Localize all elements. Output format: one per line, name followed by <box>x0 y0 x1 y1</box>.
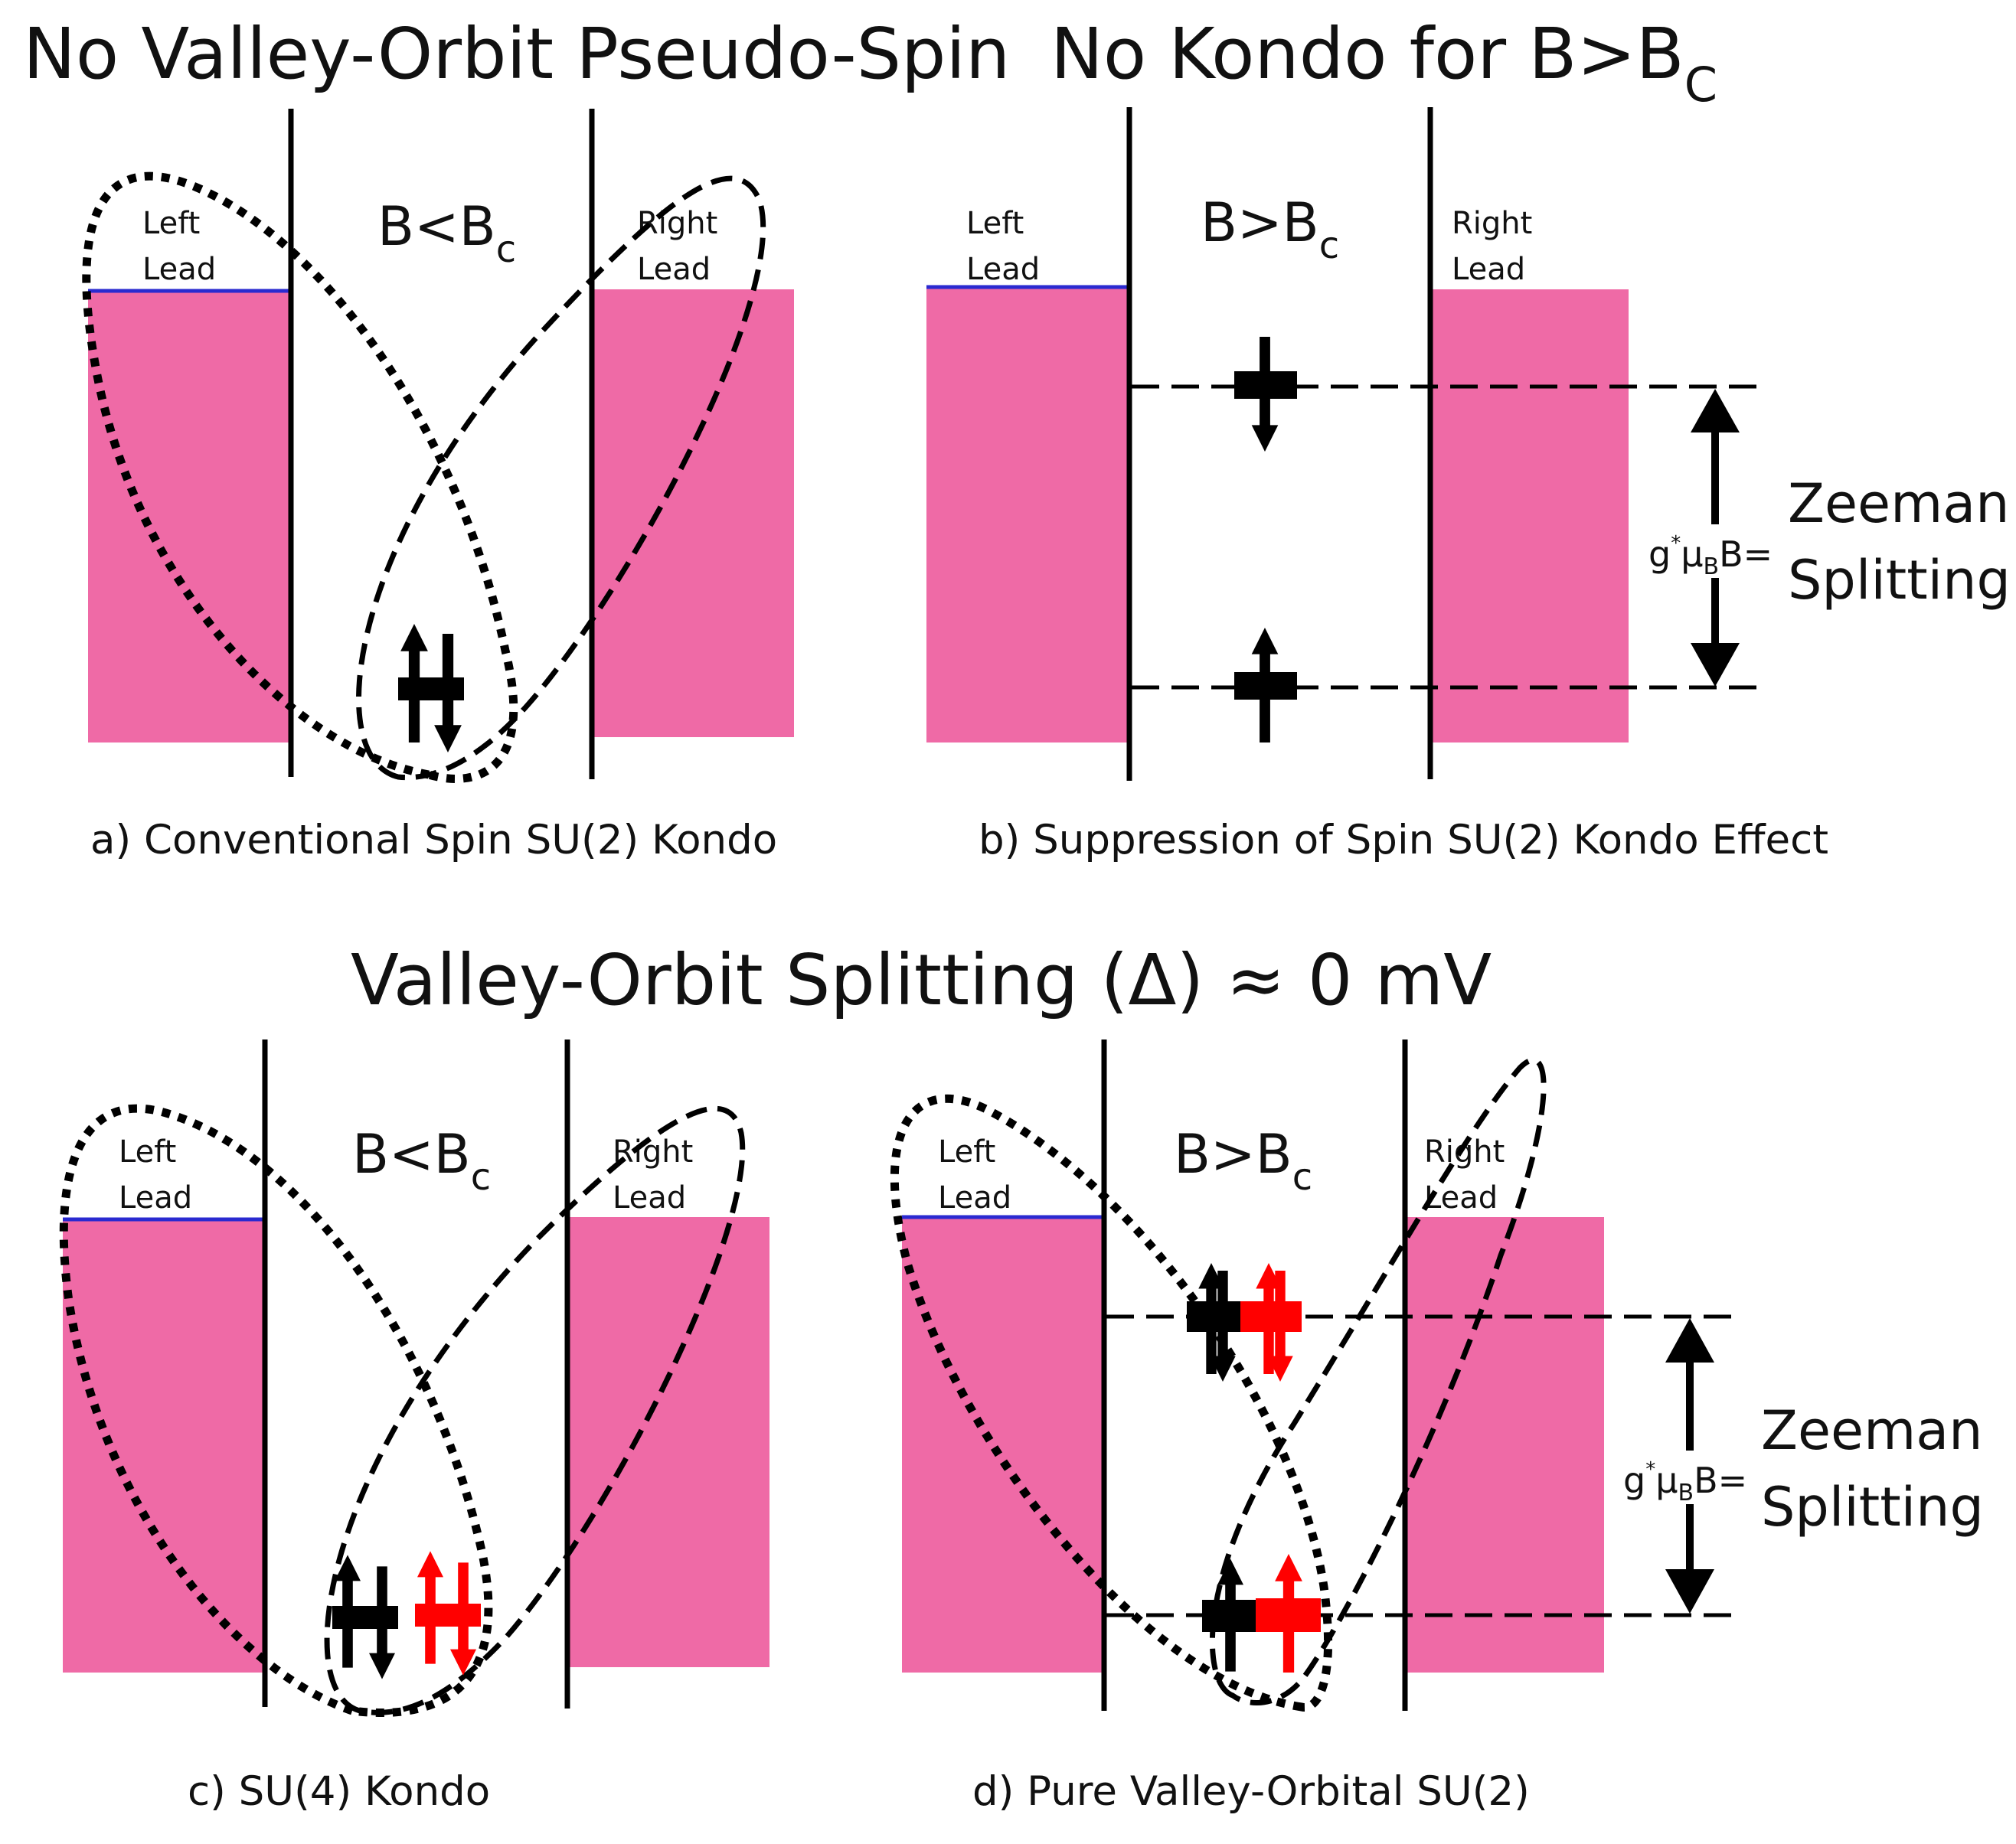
zeeman-arrow-head-up <box>1665 1318 1714 1363</box>
zeeman-arrow-head-down <box>1665 1569 1714 1614</box>
right-coupling-loop <box>356 175 766 781</box>
field-label: B>Bc <box>1201 191 1339 267</box>
left-coupling-loop <box>59 1104 493 1717</box>
right-lead-label: Right <box>613 1134 693 1170</box>
title-valley-orbit-splitting: Valley-Orbit Splitting (Δ) ≈ 0 mV <box>351 939 1492 1021</box>
valley-bar <box>1240 1301 1302 1332</box>
right-lead-label: Lead <box>1424 1180 1498 1216</box>
left-coupling-loop <box>82 171 518 783</box>
field-label: B<Bc <box>352 1123 491 1199</box>
right-lead-label: Lead <box>613 1180 686 1216</box>
left-lead-box <box>63 1219 263 1673</box>
right-coupling-loop <box>1209 1057 1547 1705</box>
zeeman-arrow-head-down <box>1691 643 1740 687</box>
right-lead-box <box>593 289 794 737</box>
spin-bar <box>1187 1301 1240 1332</box>
right-lead-label: Right <box>637 206 717 241</box>
left-lead-box <box>902 1217 1103 1673</box>
title-no-valley-orbit: No Valley-Orbit Pseudo-Spin <box>23 13 1010 95</box>
panel-b: Left Lead Right Lead B>Bc g*μBB= Zeeman … <box>926 107 2011 863</box>
title-no-kondo: No Kondo for B>BC <box>1050 13 1717 113</box>
field-label: B<Bc <box>377 195 516 271</box>
zeeman-title: Splitting <box>1761 1476 1984 1539</box>
spin-bar <box>1234 371 1297 399</box>
zeeman-label-backdrop <box>1622 1451 1760 1504</box>
panel-a: Left Lead Right Lead B<Bc a) Conventiona… <box>82 109 794 863</box>
zeeman-title: Splitting <box>1788 549 2011 612</box>
zeeman-label-backdrop <box>1646 524 1784 578</box>
right-lead-label: Lead <box>637 252 711 287</box>
right-lead-label: Right <box>1424 1134 1505 1170</box>
panel-d: Left Lead Right Lead B>Bc g*μBB= Zeeman … <box>890 1039 1984 1815</box>
right-lead-label: Right <box>1452 206 1532 241</box>
right-lead-label: Lead <box>1452 252 1525 287</box>
panel-c: Left Lead Right Lead B<Bc c) SU(4) Kondo <box>59 1039 769 1815</box>
left-lead-label: Left <box>119 1134 176 1170</box>
left-lead-label: Lead <box>938 1180 1011 1216</box>
zeeman-energy-label: g*μBB= <box>1648 532 1773 580</box>
left-lead-label: Left <box>938 1134 995 1170</box>
panel-caption: b) Suppression of Spin SU(2) Kondo Effec… <box>979 817 1828 863</box>
spin-pair-bar <box>398 677 464 700</box>
spin-bar <box>1234 672 1297 700</box>
zeeman-arrow-head-up <box>1691 389 1740 432</box>
right-lead-box <box>569 1217 769 1667</box>
zeeman-title: Zeeman <box>1788 472 2010 535</box>
left-coupling-loop <box>890 1094 1333 1712</box>
left-lead-label: Lead <box>142 252 216 287</box>
spin-pair-bar <box>332 1606 398 1629</box>
panel-caption: d) Pure Valley-Orbital SU(2) <box>972 1768 1530 1815</box>
right-lead-box <box>1403 1217 1604 1673</box>
left-lead-label: Left <box>966 206 1024 241</box>
panel-caption: c) SU(4) Kondo <box>188 1768 490 1815</box>
panel-caption: a) Conventional Spin SU(2) Kondo <box>90 817 777 863</box>
valley-pair-bar <box>415 1604 481 1627</box>
right-lead-box <box>1428 289 1629 742</box>
left-lead-label: Lead <box>966 252 1040 287</box>
left-lead-box <box>88 291 289 742</box>
left-lead-box <box>926 287 1127 742</box>
left-lead-label: Left <box>142 206 200 241</box>
spin-bar <box>1202 1600 1256 1632</box>
right-coupling-loop <box>324 1105 746 1715</box>
zeeman-title: Zeeman <box>1761 1399 1983 1462</box>
zeeman-energy-label: g*μBB= <box>1623 1458 1747 1506</box>
valley-bar <box>1256 1598 1321 1632</box>
field-label: B>Bc <box>1174 1123 1312 1199</box>
left-lead-label: Lead <box>119 1180 192 1216</box>
